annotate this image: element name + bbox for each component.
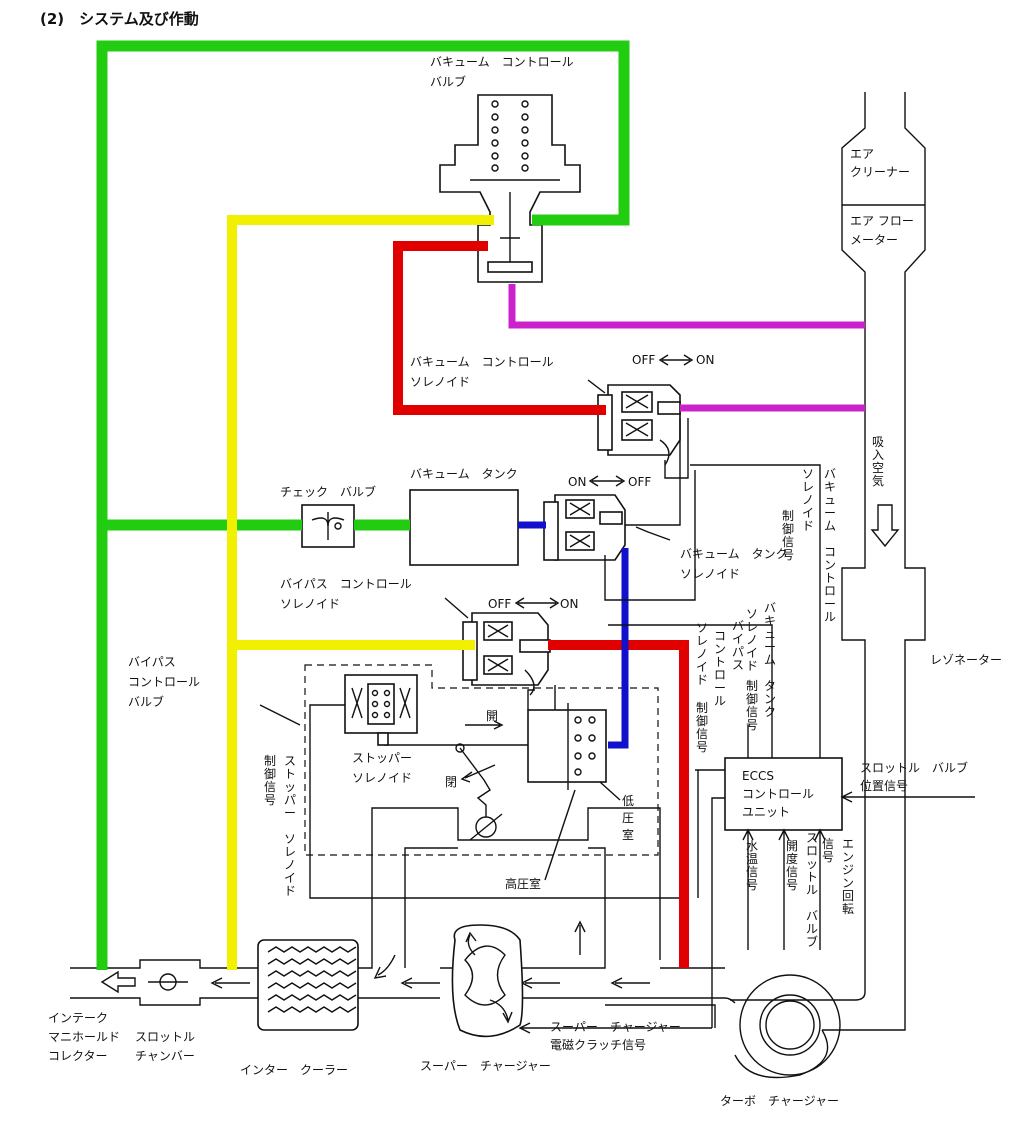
turbocharger (730, 974, 841, 1079)
bypass-control-solenoid (462, 612, 551, 696)
vacuum-control-valve (439, 94, 581, 283)
label-vt-solenoid-2: ソレノイド (680, 567, 740, 581)
vacuum-control-solenoid (597, 384, 681, 466)
label-open: 開 (486, 709, 498, 723)
label-supercharger: スーパー チャージャー (420, 1059, 551, 1073)
label-resonator: レゾネーター (930, 653, 1002, 667)
label-vc-signal-2: ソレノイド (802, 467, 814, 533)
label-vt-signal-2: ソレノイド (746, 607, 758, 673)
magenta-line (508, 284, 865, 412)
colored-vacuum-lines (96, 40, 865, 970)
red-line (393, 241, 689, 968)
label-stopper-solenoid-2: ソレノイド (352, 771, 412, 785)
vertical-labels: 吸入空気 バキューム コントロール ソレノイド 制御信号 バキューム タンク ソ… (264, 435, 884, 949)
main-pipe (70, 807, 736, 1028)
label-vc-signal-3: 制御信号 (782, 509, 794, 562)
label-vc-solenoid: バキューム コントロール (410, 355, 554, 369)
label-throttle-opening-2: 開度信号 (786, 839, 798, 892)
label-bp-signal-3: ソレノイド (696, 621, 708, 687)
label-eccs-2: コントロール (742, 787, 814, 801)
label-close: 閉 (445, 775, 457, 789)
label-bp-solenoid: バイパス コントロール (280, 577, 412, 591)
label-on-1: ON (696, 353, 714, 367)
yellow-line (227, 215, 494, 970)
label-sc-clutch: スーパー チャージャー (550, 1020, 681, 1034)
label-intake-air: 吸入空気 (872, 435, 884, 488)
label-sc-clutch-2: 電磁クラッチ信号 (550, 1037, 646, 1052)
label-vc-signal-1: バキューム コントロール (824, 467, 836, 624)
label-air-cleaner: エア (850, 147, 874, 161)
label-bp-signal-1: バイパス (732, 619, 744, 672)
label-stopper-signal-2: 制御信号 (264, 754, 276, 807)
label-water-temp: 水温信号 (746, 839, 758, 892)
label-air-cleaner-2: クリーナー (850, 165, 910, 179)
check-valve (301, 504, 355, 548)
intake-duct (822, 92, 926, 1031)
label-engine-rpm-2: 信号 (822, 837, 834, 864)
eccs-control-unit (724, 757, 843, 831)
green-line (96, 40, 630, 970)
label-vacuum-control-valve-2: バルブ (430, 74, 466, 89)
label-throttle-opening-1: スロットル バルブ (806, 831, 818, 949)
label-on-3: ON (560, 597, 578, 611)
label-eccs-1: ECCS (742, 769, 774, 783)
vacuum-tank (409, 489, 519, 566)
intercooler (257, 939, 359, 1031)
label-bp-valve-2: コントロール (128, 675, 200, 689)
label-bp-solenoid-2: ソレノイド (280, 597, 340, 611)
blue-line (518, 521, 629, 749)
label-vt-signal-1: バキューム タンク (764, 601, 776, 719)
label-intake-manifold: インテーク (48, 1011, 108, 1025)
label-throttle-position-2: 位置信号 (860, 778, 908, 793)
label-bp-valve: バイパス (128, 655, 176, 669)
label-low-pressure-1: 低 (622, 794, 634, 808)
label-vc-solenoid-2: ソレノイド (410, 375, 470, 389)
label-vt-signal-3: 制御信号 (746, 679, 758, 732)
vacuum-tank-solenoid (543, 494, 626, 561)
page-title: (2) システム及び作動 (40, 10, 199, 28)
label-intercooler: インター クーラー (240, 1063, 348, 1077)
supercharger (451, 924, 524, 1038)
label-stopper-solenoid: ストッパー (352, 751, 412, 765)
label-bp-signal-2: コントロール (714, 629, 726, 708)
label-check-valve: チェック バルブ (280, 484, 376, 499)
label-high-pressure: 高圧室 (505, 876, 541, 891)
label-on-2: ON (568, 475, 586, 489)
label-off-1: OFF (632, 353, 655, 367)
label-air-flow-meter: エア フロー (850, 214, 914, 228)
label-throttle-chamber: スロットル (135, 1030, 195, 1044)
label-off-2: OFF (628, 475, 651, 489)
label-stopper-signal-1: ストッパー ソレノイド (284, 754, 296, 898)
label-vacuum-tank: バキューム タンク (410, 467, 518, 481)
label-low-pressure-3: 室 (622, 827, 634, 842)
bypass-valve-assembly (304, 640, 686, 899)
label-intake-manifold-3: コレクター (48, 1049, 108, 1063)
label-bp-signal-4: 制御信号 (696, 701, 708, 754)
label-throttle-position: スロットル バルブ (860, 760, 968, 775)
label-eccs-3: ユニット (742, 805, 790, 819)
signal-lines (259, 379, 975, 1034)
label-low-pressure-2: 圧 (622, 811, 634, 825)
label-turbocharger: ターボ チャージャー (720, 1094, 839, 1108)
label-throttle-chamber-2: チャンバー (135, 1049, 195, 1063)
label-off-3: OFF (488, 597, 511, 611)
label-vacuum-control-valve: バキューム コントロール (430, 55, 574, 69)
label-engine-rpm-1: エンジン回転 (842, 837, 854, 916)
label-vt-solenoid: バキューム タンク (680, 547, 788, 561)
label-air-flow-meter-2: メーター (850, 233, 898, 247)
label-intake-manifold-2: マニホールド (48, 1030, 120, 1044)
label-bp-valve-3: バルブ (128, 694, 164, 709)
